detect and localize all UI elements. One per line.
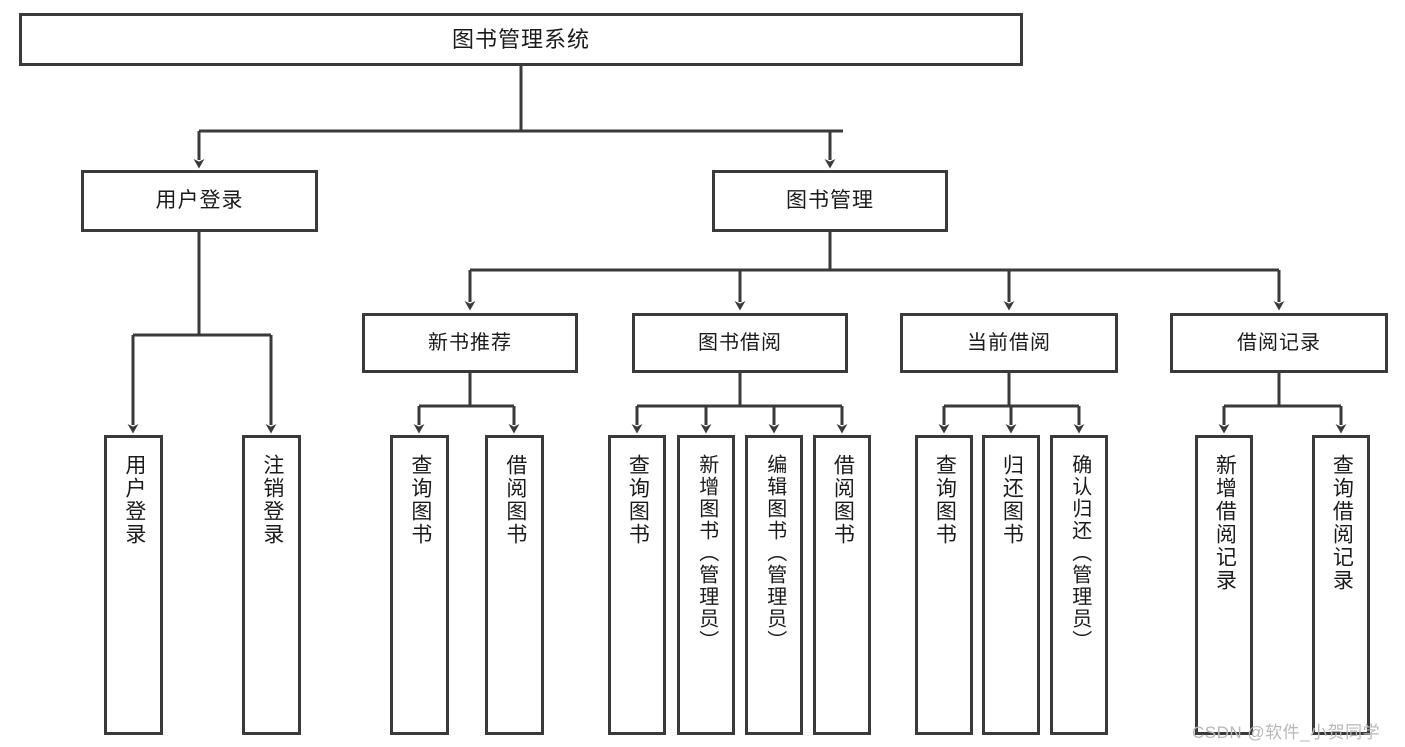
leaf-book-borrow-borrow[interactable]: 借阅图书 [813, 435, 871, 735]
leaf-user-login-logout[interactable]: 注销登录 [242, 435, 301, 735]
leaf-label: 编辑图书（管理员） [763, 454, 786, 652]
leaf-current-borrow-return[interactable]: 归还图书 [982, 435, 1040, 735]
node-current-borrow-label: 当前借阅 [967, 331, 1051, 354]
leaf-label: 查询图书 [933, 454, 957, 546]
leaf-label: 新增借阅记录 [1213, 454, 1237, 592]
leaf-book-borrow-edit[interactable]: 编辑图书（管理员） [745, 435, 803, 735]
node-book-management-label: 图书管理 [786, 188, 874, 212]
node-book-borrow-label: 图书借阅 [698, 331, 782, 354]
leaf-label: 注销登录 [260, 454, 284, 546]
leaf-borrow-record-query[interactable]: 查询借阅记录 [1312, 435, 1370, 735]
leaf-borrow-record-add[interactable]: 新增借阅记录 [1195, 435, 1253, 735]
leaf-label: 借阅图书 [503, 454, 527, 546]
node-book-borrow[interactable]: 图书借阅 [632, 313, 848, 373]
leaf-label: 查询图书 [626, 454, 650, 546]
leaf-label: 查询借阅记录 [1330, 454, 1354, 592]
leaf-new-book-borrow[interactable]: 借阅图书 [485, 435, 544, 735]
leaf-label: 新增图书（管理员） [695, 454, 718, 652]
node-book-management[interactable]: 图书管理 [712, 170, 948, 232]
node-borrow-record-label: 借阅记录 [1237, 331, 1321, 354]
node-root-label: 图书管理系统 [451, 26, 590, 52]
leaf-book-borrow-query[interactable]: 查询图书 [608, 435, 666, 735]
leaf-label: 用户登录 [122, 454, 146, 546]
node-user-login[interactable]: 用户登录 [81, 170, 318, 232]
node-borrow-record[interactable]: 借阅记录 [1170, 313, 1388, 373]
leaf-label: 查询图书 [408, 454, 432, 546]
node-current-borrow[interactable]: 当前借阅 [900, 313, 1118, 373]
leaf-current-borrow-confirm-return[interactable]: 确认归还（管理员） [1050, 435, 1108, 735]
leaf-label: 归还图书 [1000, 454, 1024, 546]
node-new-book-recommend-label: 新书推荐 [428, 331, 512, 354]
leaf-new-book-query[interactable]: 查询图书 [390, 435, 449, 735]
leaf-user-login-login[interactable]: 用户登录 [104, 435, 163, 735]
leaf-label: 确认归还（管理员） [1068, 454, 1091, 652]
node-new-book-recommend[interactable]: 新书推荐 [362, 313, 578, 373]
leaf-label: 借阅图书 [831, 454, 855, 546]
leaf-book-borrow-add[interactable]: 新增图书（管理员） [677, 435, 735, 735]
leaf-current-borrow-query[interactable]: 查询图书 [915, 435, 973, 735]
node-user-login-label: 用户登录 [155, 188, 244, 212]
watermark: CSDN @软件_小贺同学 [1192, 723, 1381, 742]
node-root[interactable]: 图书管理系统 [19, 13, 1023, 66]
